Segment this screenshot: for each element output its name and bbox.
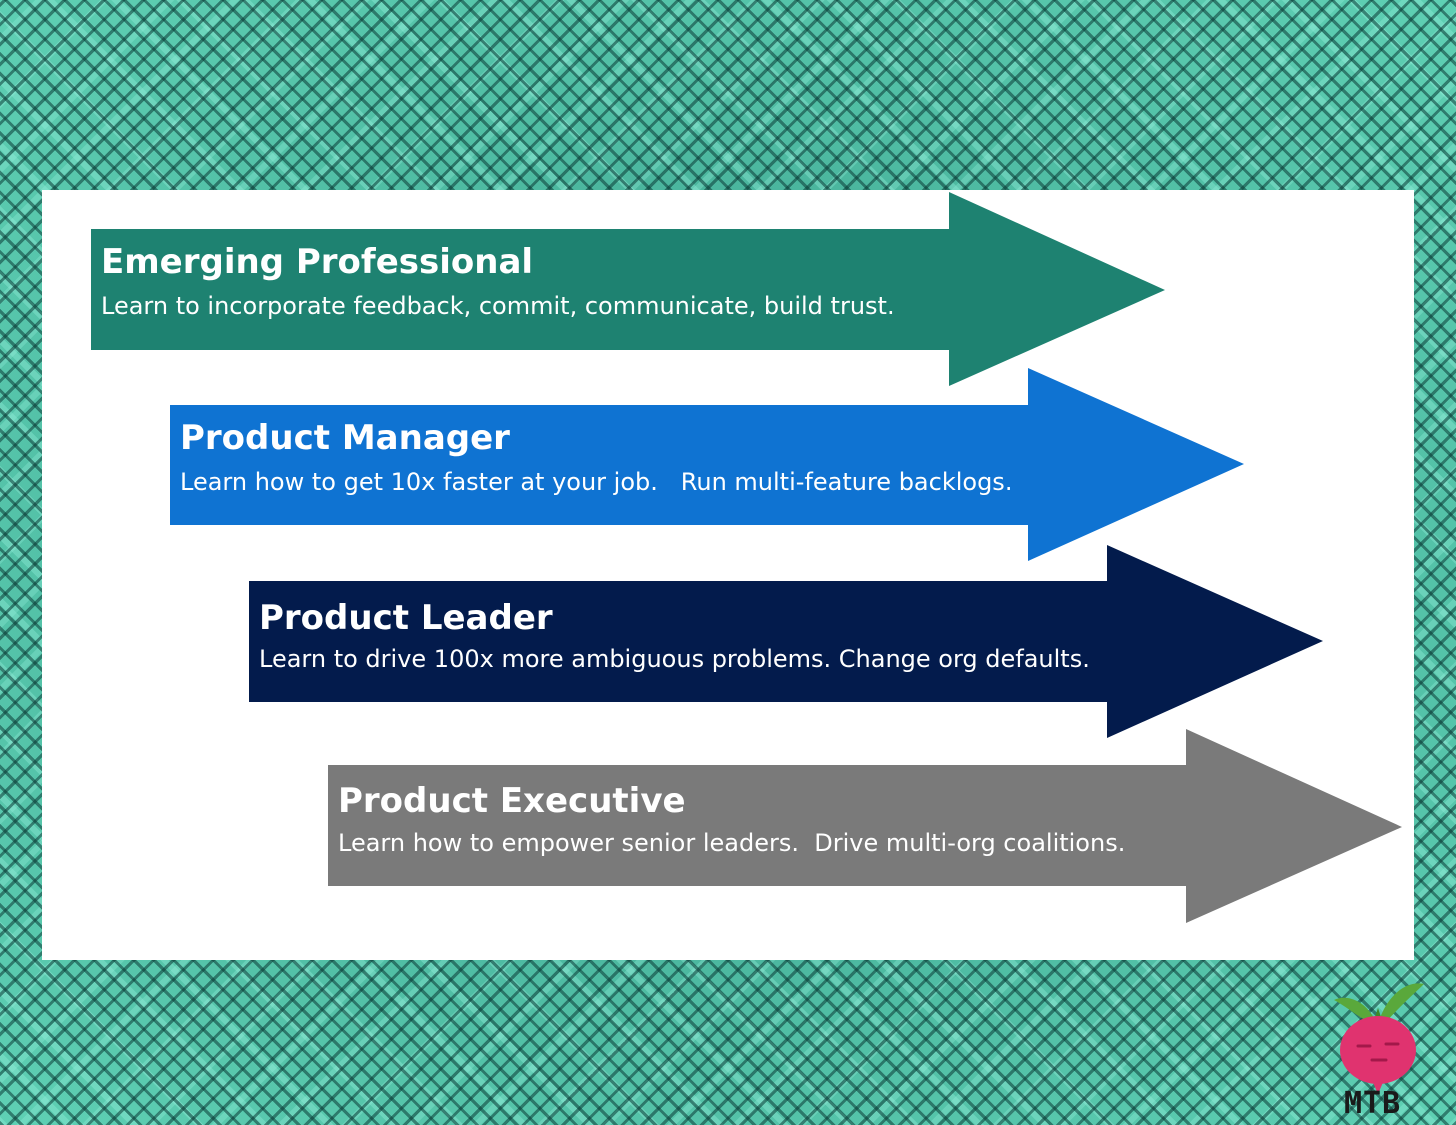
step-description: Learn how to empower senior leaders. Dri… xyxy=(338,829,1126,857)
arrow-shape xyxy=(91,192,1165,386)
radish-tail xyxy=(1372,1080,1384,1094)
logo-text: MTB xyxy=(1344,1086,1402,1121)
step-description: Learn to incorporate feedback, commit, c… xyxy=(101,292,895,320)
radish-leaf-right xyxy=(1380,983,1424,1022)
step-description: Learn how to get 10x faster at your job.… xyxy=(180,468,1013,496)
arrow-shape xyxy=(328,729,1402,923)
radish-body xyxy=(1340,1016,1416,1084)
step-title: Emerging Professional xyxy=(101,242,534,282)
step-title: Product Leader xyxy=(259,598,553,638)
radish-leaf-left xyxy=(1334,997,1374,1022)
arrow-shape xyxy=(249,545,1323,738)
radish-icon xyxy=(1334,983,1424,1094)
arrow-shape xyxy=(170,368,1244,561)
step-title: Product Executive xyxy=(338,781,686,821)
step-description: Learn to drive 100x more ambiguous probl… xyxy=(259,645,1090,673)
step-title: Product Manager xyxy=(180,418,510,458)
